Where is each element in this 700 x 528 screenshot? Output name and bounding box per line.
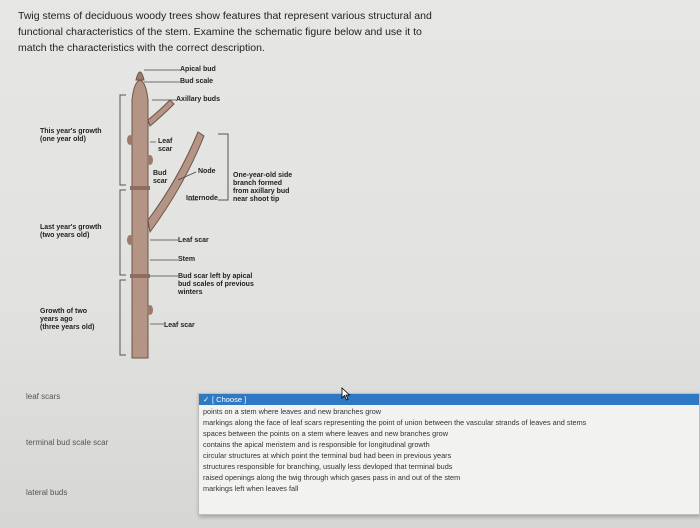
label-leaf-scar-top-line1: Leaf: [158, 138, 173, 145]
dropdown-option[interactable]: structures responsible for branching, us…: [203, 462, 453, 471]
label-this-years-growth-line2: (one year old): [40, 136, 86, 143]
label-growth-two-years-line1: Growth of two: [40, 308, 88, 315]
question-line-1: Twig stems of deciduous woody trees show…: [18, 10, 432, 22]
label-this-years-growth: This year's growth (one year old): [40, 128, 102, 144]
twig-drawing: [119, 69, 229, 359]
dropdown-option[interactable]: circular structures at which point the t…: [203, 451, 452, 460]
label-bud-scar-line2: scar: [153, 178, 168, 185]
label-side-branch: One-year-old side branch formed from axi…: [233, 172, 292, 204]
label-last-years-growth: Last year's growth (two years old): [40, 224, 102, 240]
label-growth-two-years-line3: (three years old): [40, 324, 95, 331]
dropdown-option[interactable]: raised openings along the twig through w…: [203, 473, 461, 482]
label-leaf-scar-top: Leaf scar: [158, 138, 172, 154]
label-last-years-growth-line2: (two years old): [40, 232, 90, 239]
question-line-3: match the characteristics with the corre…: [18, 42, 265, 54]
match-row-leaf-scars: leaf scars: [26, 392, 61, 401]
label-leaf-scar-middle: Leaf scar: [178, 237, 209, 244]
dropdown-choose-label: [ Choose ]: [212, 395, 247, 404]
label-growth-two-years: Growth of two years ago (three years old…: [40, 308, 94, 332]
label-apical-bud: Apical bud: [180, 66, 216, 73]
dropdown-option[interactable]: spaces between the points on a stem wher…: [203, 429, 448, 438]
dropdown-option[interactable]: contains the apical meristem and is resp…: [203, 440, 430, 449]
check-icon: ✓: [203, 395, 210, 404]
label-last-years-growth-line1: Last year's growth: [40, 224, 102, 231]
dropdown-option[interactable]: points on a stem where leaves and new br…: [203, 407, 382, 416]
label-this-years-growth-line1: This year's growth: [40, 128, 102, 135]
mouse-cursor-icon: [341, 387, 351, 401]
label-axillary-buds: Axillary buds: [176, 96, 220, 103]
dropdown-option-choose[interactable]: ✓ [ Choose ]: [199, 394, 699, 405]
dropdown-option[interactable]: markings along the face of leaf scars re…: [203, 418, 587, 427]
question-text: Twig stems of deciduous woody trees show…: [18, 8, 478, 56]
label-bud-scar-apical: Bud scar left by apical bud scales of pr…: [178, 273, 254, 297]
twig-diagram: Apical bud Bud scale Axillary buds This …: [28, 60, 328, 360]
label-bud-scar-apical-line2: bud scales of previous: [178, 281, 254, 288]
label-bud-scale: Bud scale: [180, 78, 214, 85]
question-line-2: functional characteristics of the stem. …: [18, 26, 422, 38]
label-stem: Stem: [178, 256, 196, 263]
label-side-branch-line3: from axillary bud: [233, 188, 290, 195]
match-row-lateral-buds: lateral buds: [26, 488, 68, 497]
label-internode: Internode: [186, 195, 218, 202]
label-leaf-scar-bottom: Leaf scar: [164, 322, 195, 329]
dropdown-option[interactable]: markings left when leaves fall: [203, 484, 299, 493]
label-leaf-scar-top-line2: scar: [158, 146, 173, 153]
match-row-terminal-bud-scale-scar: terminal bud scale scar: [26, 438, 109, 447]
label-node: Node: [198, 168, 216, 175]
label-side-branch-line1: One-year-old side: [233, 172, 293, 179]
label-side-branch-line2: branch formed: [233, 180, 283, 187]
answer-dropdown-list[interactable]: ✓ [ Choose ] points on a stem where leav…: [198, 393, 700, 515]
label-bud-scar-apical-line1: Bud scar left by apical: [178, 273, 253, 280]
label-bud-scar-apical-line3: winters: [178, 289, 203, 296]
label-bud-scar: Bud scar: [153, 170, 167, 186]
label-bud-scar-line1: Bud: [153, 170, 167, 177]
label-side-branch-line4: near shoot tip: [233, 196, 280, 203]
label-growth-two-years-line2: years ago: [40, 316, 73, 323]
